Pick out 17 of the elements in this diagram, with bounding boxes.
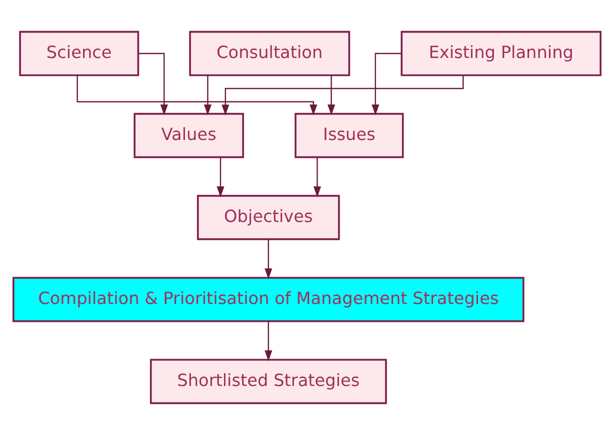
node-box: Consultation [189, 30, 350, 76]
node-box: Science [19, 30, 140, 76]
arrow [264, 321, 272, 362]
node-box: Shortlisted Strategies [150, 358, 387, 404]
arrow [372, 52, 402, 116]
node-box: Objectives [196, 194, 340, 240]
arrow [216, 157, 224, 198]
arrow [313, 157, 322, 198]
node-box: Compilation & Prioritisation of Management Strategies [12, 276, 524, 322]
arrow [328, 76, 336, 116]
arrow [264, 239, 272, 280]
arrow [204, 76, 212, 116]
arrow [76, 75, 318, 116]
node-box: Values [134, 112, 244, 158]
arrow [138, 52, 168, 116]
node-box: Existing Planning [400, 30, 602, 76]
node-box: Issues [294, 112, 404, 158]
